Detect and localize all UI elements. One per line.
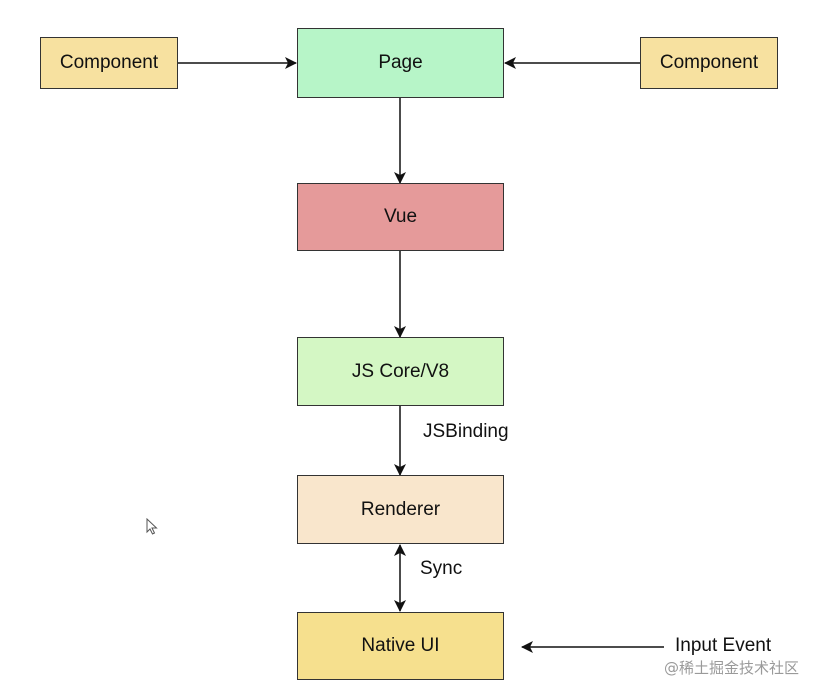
node-vue-label: Vue xyxy=(383,206,418,227)
node-component-right-label: Component xyxy=(659,52,759,73)
node-page-label: Page xyxy=(378,52,423,73)
node-vue: Vue xyxy=(297,183,504,251)
node-component-left-label: Component xyxy=(59,52,159,73)
node-native-ui: Native UI xyxy=(297,612,504,680)
node-component-right: Component xyxy=(640,37,778,89)
node-jscore-label: JS Core/V8 xyxy=(351,360,450,382)
watermark: @稀土掘金技术社区 xyxy=(664,659,800,677)
node-component-left: Component xyxy=(40,37,178,89)
edge-label-jsbinding: JSBinding xyxy=(423,421,509,442)
edge-label-sync: Sync xyxy=(420,558,463,579)
node-jscore: JS Core/V8 xyxy=(297,337,504,406)
node-renderer: Renderer xyxy=(297,475,504,544)
mouse-pointer-icon xyxy=(146,517,158,540)
node-native-ui-label: Native UI xyxy=(361,635,440,656)
node-page: Page xyxy=(297,28,504,98)
input-event-label: Input Event xyxy=(675,635,772,656)
node-renderer-label: Renderer xyxy=(360,498,441,520)
